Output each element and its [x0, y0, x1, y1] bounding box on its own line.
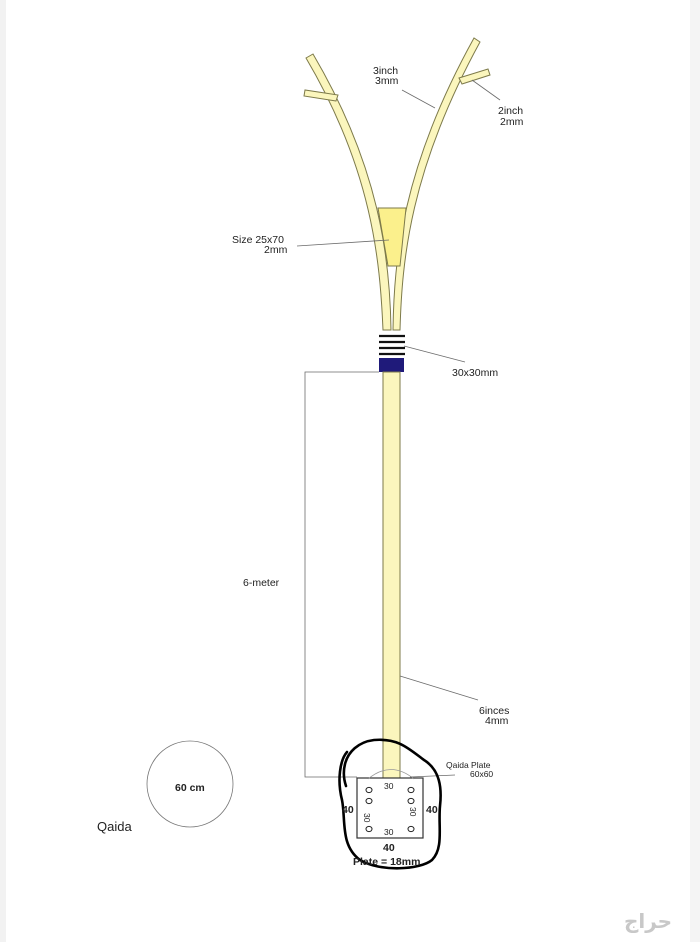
left-spur	[303, 89, 339, 102]
label-footing-title: Qaida	[97, 819, 132, 834]
right-page-edge	[690, 0, 700, 942]
label-pole-1: 6inces	[479, 705, 509, 717]
left-arm	[305, 53, 392, 331]
label-base-right-inner: 30	[408, 807, 418, 817]
label-base-bottom-outer: 40	[383, 842, 395, 854]
label-height: 6-meter	[243, 577, 280, 589]
leader-qaida-plate	[409, 774, 456, 778]
label-footing-circle: 60 cm	[175, 782, 205, 794]
label-plate-thickness: Plate = 18mm	[353, 856, 420, 868]
leader-branch-side	[471, 79, 501, 101]
gusset-plate	[377, 207, 407, 267]
base-dome	[367, 769, 415, 780]
handdrawn-circle	[338, 738, 442, 870]
watermark-text: حراج	[624, 909, 672, 933]
label-pole-2: 4mm	[485, 715, 509, 727]
label-qaida-plate-1: Qaida Plate	[446, 760, 491, 770]
label-plate-size-2: 2mm	[264, 244, 288, 256]
label-branch-main-2: 3mm	[375, 75, 399, 87]
label-branch-main-1: 3inch	[373, 65, 398, 77]
label-base-left-inner: 30	[362, 813, 372, 823]
text-labels: 3inch 3mm 2inch 2mm Size 25x70 2mm 30x30…	[97, 65, 672, 933]
label-base-top-inner: 30	[384, 781, 394, 791]
leader-collar	[403, 345, 466, 363]
left-page-edge	[0, 0, 6, 942]
leader-pole	[399, 675, 479, 701]
label-branch-side-2: 2mm	[500, 116, 524, 128]
label-plate-size-1: Size 25x70	[232, 234, 284, 246]
anchor-holes	[365, 786, 415, 833]
label-base-right-outer: 40	[426, 804, 438, 816]
leader-lines	[296, 79, 501, 778]
leader-branch-main	[401, 89, 436, 109]
leader-plate-size	[296, 239, 390, 247]
height-dimension	[304, 371, 379, 778]
label-qaida-plate-2: 60x60	[470, 769, 493, 779]
footing-circle	[146, 740, 234, 828]
main-pole	[382, 371, 401, 783]
collar-rings	[379, 334, 405, 356]
label-base-bottom-inner: 30	[384, 827, 394, 837]
label-collar: 30x30mm	[452, 367, 498, 379]
base-plate	[356, 769, 424, 839]
label-branch-side-1: 2inch	[498, 105, 523, 117]
right-spur	[458, 68, 491, 85]
label-base-left-outer: 40	[342, 804, 354, 816]
collar-block	[379, 358, 404, 372]
